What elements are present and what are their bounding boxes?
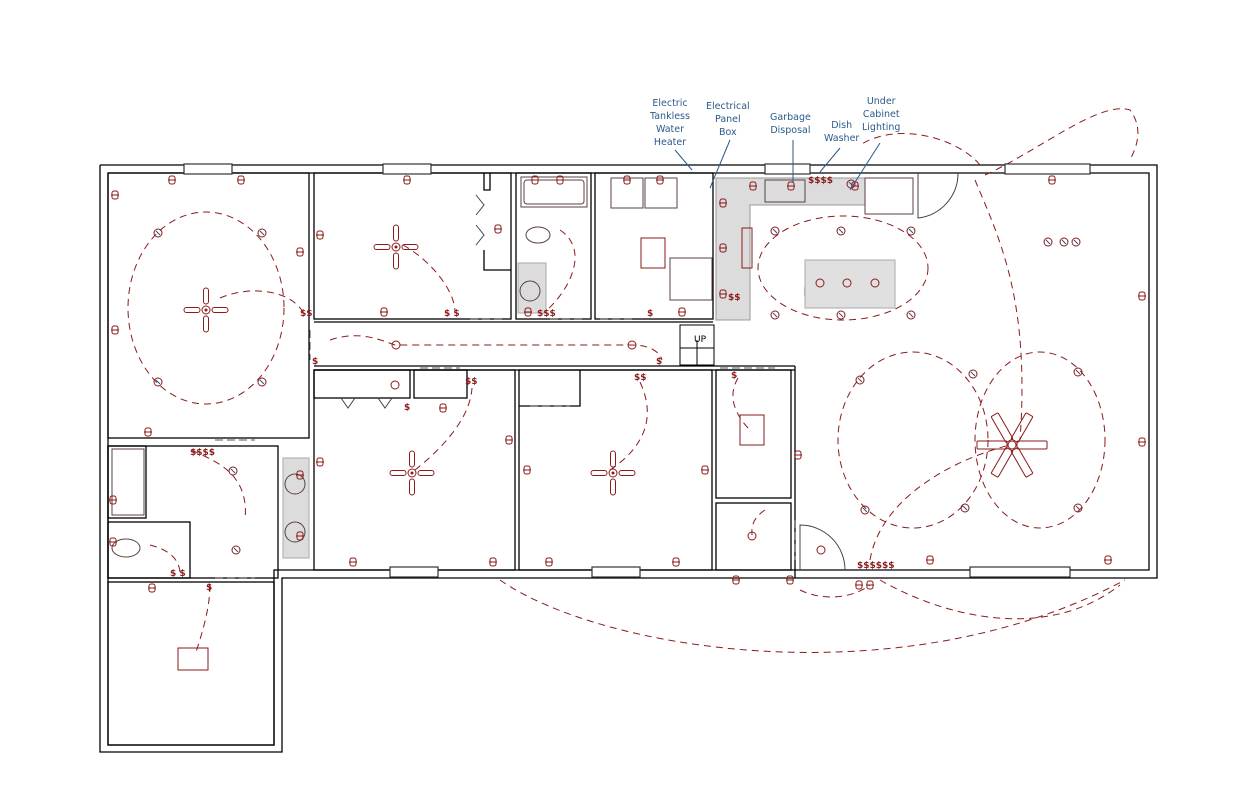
stairs[interactable] (679, 324, 715, 366)
svg-text:$: $ (656, 357, 662, 367)
fixtures (111, 176, 914, 671)
wiring (127, 108, 1139, 656)
windows (183, 163, 1091, 578)
svg-text:$ $: $ $ (444, 309, 460, 319)
svg-text:$$$$$$: $$$$$$ (857, 561, 895, 571)
svg-text:$: $ (404, 403, 410, 413)
callout-garbage-disposal: Garbage Disposal (770, 112, 811, 136)
svg-text:$$: $$ (728, 293, 741, 303)
svg-text:$: $ (647, 309, 653, 319)
svg-text:$: $ (206, 583, 212, 593)
svg-text:$: $ (312, 357, 318, 367)
stair-up-label: UP (694, 335, 707, 345)
recessed-lights (153, 179, 1083, 555)
doors (340, 172, 959, 571)
svg-text:$ $: $ $ (170, 569, 186, 579)
outlets (108, 175, 1147, 593)
callout-dish-washer: Dish Washer (824, 120, 860, 144)
svg-text:$$$$: $$$$ (808, 176, 833, 186)
callout-panel-box: Electrical Panel Box (706, 101, 750, 138)
svg-text:$$$: $$$ (537, 309, 556, 319)
callout-under-cabinet-lighting: Under Cabinet Lighting (862, 96, 901, 133)
svg-text:$$: $$ (634, 373, 647, 383)
switches: $$ $ $ $$$ $ $$$$ $ $ $ $ $$ $$ $ $$$$$$… (170, 176, 895, 593)
callout-water-heater: Electric Tankless Water Heater (650, 98, 690, 148)
svg-text:$: $ (731, 371, 737, 381)
door-openings (215, 318, 796, 579)
callout-leaders (674, 139, 881, 191)
walls (99, 164, 1158, 753)
svg-text:$$$$: $$$$ (190, 448, 215, 458)
ceiling-fans (183, 224, 1048, 496)
svg-text:$$: $$ (465, 377, 478, 387)
svg-text:$$: $$ (300, 309, 313, 319)
